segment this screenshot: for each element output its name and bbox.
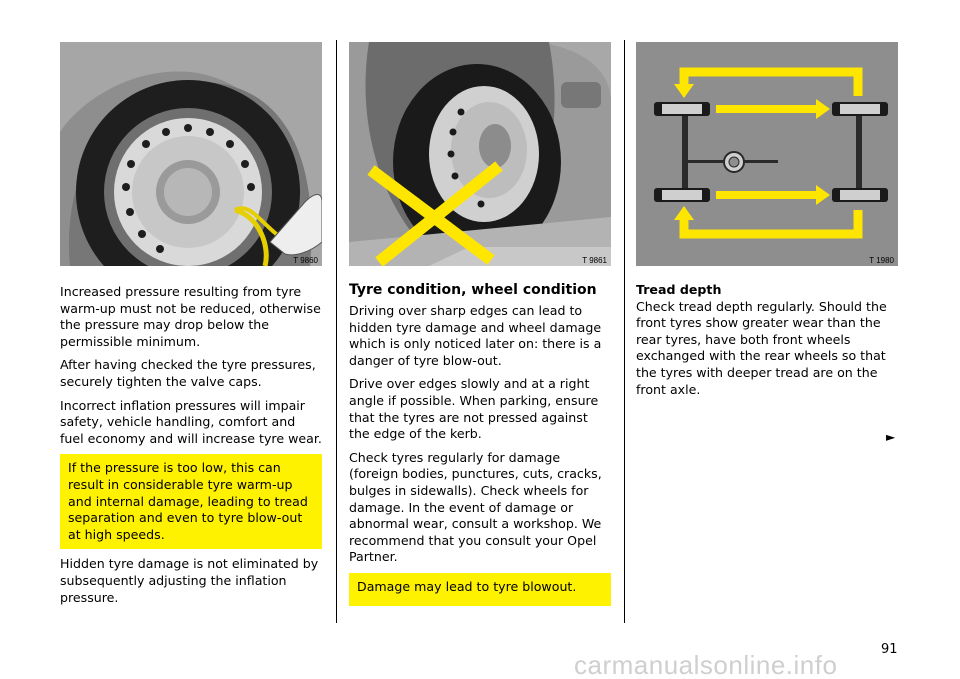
column-2-text: Tyre condition, wheel condition Driving …: [349, 281, 611, 606]
column-1: T 9860 Increased pressure resulting from…: [60, 42, 322, 613]
wheel-inflation-illustration: [60, 42, 322, 266]
paragraph: Hidden tyre damage is not eliminated by …: [60, 556, 319, 605]
column-divider-2: [624, 40, 625, 623]
paragraph: Drive over edges slowly and at a right a…: [349, 376, 599, 442]
column-1-text: Increased pressure resulting from tyre w…: [60, 284, 322, 606]
tyre-rotation-figure: T 1980: [636, 42, 898, 266]
column-divider-1: [336, 40, 337, 623]
paragraph: Increased pressure resulting from tyre w…: [60, 284, 321, 349]
tyre-rotation-diagram: [636, 42, 898, 266]
tyre-damage-figure: T 9861: [349, 42, 611, 266]
watermark: carmanualsonline.info: [574, 650, 838, 679]
warning-box: Damage may lead to tyre blowout.: [349, 572, 611, 606]
continue-arrow-icon: ►: [886, 430, 896, 444]
subheading: Tread depth: [636, 282, 722, 297]
column-3-text: Tread depth Check tread depth regularly.…: [636, 282, 898, 398]
paragraph: Incorrect inflation pressures will impai…: [60, 397, 322, 446]
column-2: T 9861 Tyre condition, wheel condition D…: [349, 42, 611, 613]
tyre-pressure-figure: T 9860: [60, 42, 322, 266]
warning-box: If the pressure is too low, this can res…: [60, 454, 322, 550]
figure-code: T 9861: [582, 256, 607, 265]
column-3: T 1980 Tread depth Check tread depth reg…: [636, 42, 898, 444]
flat-tyre-illustration: [349, 42, 611, 266]
page-number: 91: [881, 642, 898, 657]
paragraph: Driving over sharp edges can lead to hid…: [349, 303, 602, 368]
figure-code: T 1980: [869, 256, 894, 265]
paragraph: Check tread depth regularly. Should the …: [636, 298, 887, 397]
paragraph: Check tyres regularly for damage (foreig…: [349, 449, 602, 565]
figure-code: T 9860: [293, 256, 318, 265]
paragraph: After having checked the tyre pressures,…: [60, 357, 316, 389]
section-heading: Tyre condition, wheel condition: [349, 282, 597, 298]
